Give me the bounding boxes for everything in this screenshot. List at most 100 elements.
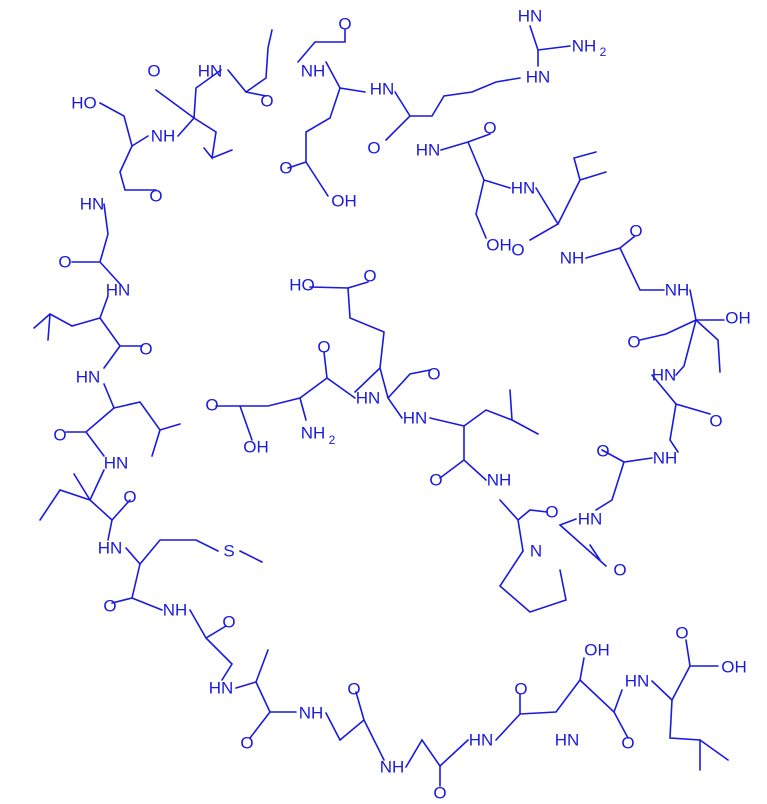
- bond-path-28: [99, 317, 143, 369]
- ala3-amide-hn-label: HN: [209, 679, 234, 698]
- glu2-acid-o: O: [363, 267, 376, 286]
- bond-path-36: [239, 550, 263, 563]
- met-sulfur-label: S: [223, 542, 234, 561]
- bond-path-7: [385, 77, 521, 141]
- bond-path-33: [107, 519, 113, 541]
- leu1-amide-hn-label: HN: [106, 281, 131, 300]
- leu4-amide-hn-label: HN: [625, 672, 650, 691]
- pro-carbonyl-o: O: [613, 561, 626, 580]
- ala1-amide-nh-label: NH: [301, 62, 326, 81]
- bond-path-9: [440, 133, 511, 189]
- bond-path-30: [65, 407, 115, 457]
- bond-path-4: [227, 29, 273, 97]
- bond-path-24: [215, 351, 356, 407]
- ile-carbonyl-o: O: [123, 488, 136, 507]
- bond-path-0: [99, 102, 157, 191]
- gly8-carbonyl-o: O: [514, 680, 527, 699]
- ser2-amide-nh-label: HN: [511, 179, 536, 198]
- ser2-carbonyl-o: O: [483, 119, 496, 138]
- bond-path-45: [671, 639, 719, 701]
- bond-path-8: [529, 25, 571, 67]
- bond-path-37: [189, 609, 234, 681]
- ser2-hydroxyl-label: OH: [486, 236, 512, 255]
- ser1-amide-nh-label: NH: [151, 127, 176, 146]
- thr-hydroxyl-label: OH: [725, 309, 751, 328]
- bond-path-3: [193, 117, 233, 160]
- asp-amine-nh2-label: NH: [301, 424, 326, 443]
- bond-path-32: [73, 473, 91, 501]
- bond-path-44: [651, 680, 729, 771]
- bond-path-27: [33, 295, 109, 341]
- bond-path-12: [585, 235, 665, 291]
- bond-lines: [33, 25, 729, 787]
- bond-path-15: [651, 374, 711, 453]
- glu1-carbonyl-o: O: [338, 15, 351, 34]
- bond-path-23: [347, 281, 381, 393]
- gly5-carbonyl-o: O: [222, 613, 235, 632]
- leu1-carbonyl-o: O: [139, 340, 152, 359]
- glu2-amide-hn-label: HN: [356, 389, 381, 408]
- bond-path-40: [325, 691, 385, 761]
- glu1-amide-hn-label: HN: [370, 80, 395, 99]
- ser1-hydroxyl-label: HO: [71, 94, 97, 113]
- bond-path-29: [103, 383, 181, 457]
- glu2-carbonyl-o: O: [427, 365, 440, 384]
- bond-path-6: [287, 61, 366, 197]
- ala2-carbonyl-o: O: [596, 442, 609, 461]
- arg-guanidine-hn-label: HN: [526, 68, 551, 87]
- arg-carbonyl-o: O: [367, 139, 380, 158]
- bond-path-26: [71, 203, 121, 285]
- bond-path-38: [235, 649, 271, 739]
- ala4-carbonyl-o: O: [545, 503, 558, 522]
- bond-path-18: [498, 550, 567, 613]
- bond-path-22: [309, 286, 431, 419]
- bond-path-17: [558, 518, 607, 567]
- ile-amide-hn-label: HN: [104, 454, 129, 473]
- leu4-acid-o: O: [675, 624, 688, 643]
- gly2-carbonyl-o: O: [629, 222, 642, 241]
- arg-guanidine-nh2-subscript: 2: [600, 45, 607, 59]
- gly4-amide-nh-label: NH: [653, 449, 678, 468]
- leu2-carbonyl-o: O: [53, 426, 66, 445]
- met-carbonyl-o: O: [103, 597, 116, 616]
- leu3-amide-hn-label: HN: [403, 409, 428, 428]
- gly8-amide-hn-label: HN: [469, 731, 494, 750]
- thr-amide-hn-label: HN: [652, 366, 677, 385]
- ser3-carbonyl-o: O: [621, 734, 634, 753]
- bond-path-42: [495, 657, 585, 741]
- ser3-hydroxyl-label: OH: [584, 641, 610, 660]
- val2-carbonyl-o: O: [511, 241, 524, 260]
- asp-acid-o: O: [205, 396, 218, 415]
- glu1-acid-o: O: [279, 159, 292, 178]
- bond-path-34: [125, 539, 219, 566]
- gly3-amide-nh-label: NH: [665, 281, 690, 300]
- val1-amide-hn-label: HN: [198, 62, 223, 81]
- leu3-carbonyl-o: O: [429, 471, 442, 490]
- bond-path-11: [557, 151, 607, 225]
- gly7-amide-nh-label: NH: [380, 758, 405, 777]
- ala4-amide-nh-label: NH: [487, 471, 512, 490]
- glu1-acid-oh-label: OH: [331, 192, 357, 211]
- arg-guanidine-imine-label: HN: [518, 7, 543, 26]
- met-amide-hn-label: HN: [98, 539, 123, 558]
- leu4-acid-oh-label: OH: [721, 658, 747, 677]
- gly1-carbonyl-o: O: [58, 253, 71, 272]
- val1-carbonyl-o: O: [147, 62, 160, 81]
- bond-path-19: [499, 499, 548, 552]
- bond-path-41: [405, 738, 469, 787]
- bond-path-25: [239, 397, 307, 441]
- bond-path-21: [463, 389, 539, 435]
- ala2-amide-hn-label: HN: [578, 510, 603, 529]
- bond-path-16: [595, 449, 653, 511]
- gly7-carbonyl-o: O: [433, 784, 446, 803]
- bond-path-43: [579, 679, 629, 739]
- ser3-amide-hn-label: HN: [555, 731, 580, 750]
- leu2-amide-hn-label: HN: [76, 368, 101, 387]
- thr-carbonyl-o: O: [627, 333, 640, 352]
- bond-path-1: [131, 135, 149, 147]
- ala1-carbonyl-o: O: [260, 92, 273, 111]
- asp-acid-oh-label: OH: [243, 438, 269, 457]
- bond-path-5: [297, 29, 346, 63]
- ser1-carbonyl-o: O: [149, 187, 162, 206]
